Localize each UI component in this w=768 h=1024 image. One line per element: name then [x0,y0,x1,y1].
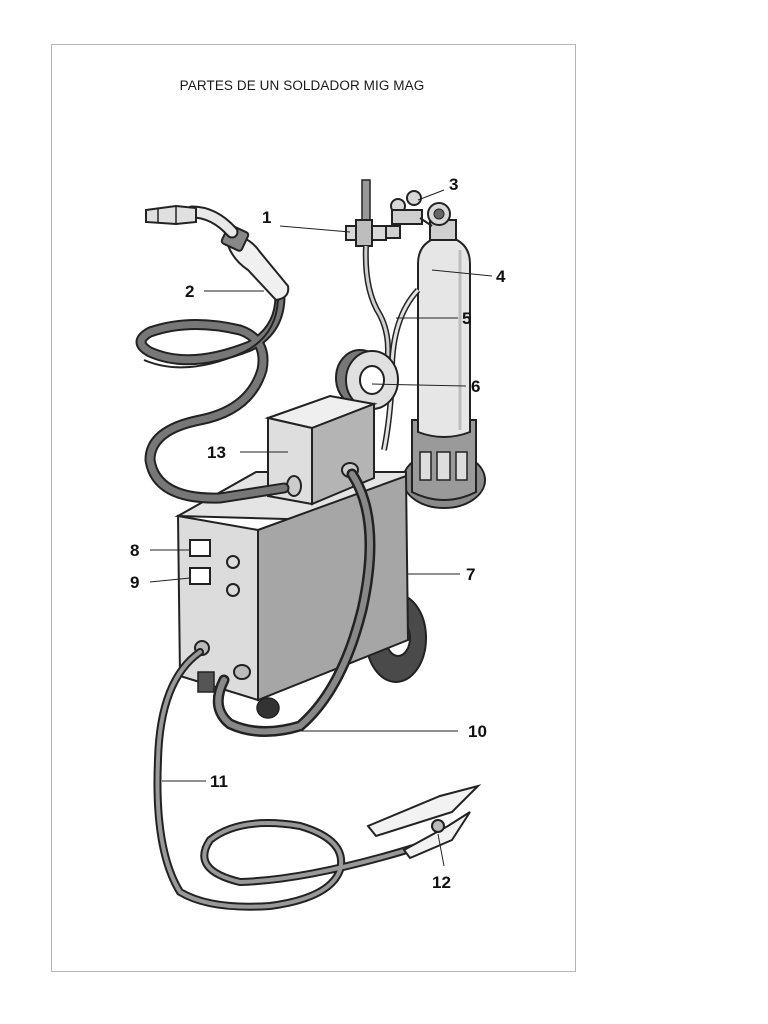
leader-lines [149,189,493,867]
gas-cylinder [402,202,486,509]
welding-torch [135,204,290,504]
callout-11: 11 [210,772,228,791]
ground-clamp [366,784,482,860]
callout-numbers: 1 2 3 4 5 6 7 8 9 10 11 12 13 [130,175,506,892]
callout-4: 4 [496,267,506,286]
callout-13: 13 [207,443,226,462]
pressure-regulator [383,190,433,239]
callout-3: 3 [449,175,458,194]
callout-12: 12 [432,873,451,892]
callout-8: 8 [130,541,139,560]
welder-cabinet [174,471,410,719]
callout-10: 10 [468,722,487,741]
diagram-title: PARTES DE UN SOLDADOR MIG MAG [179,78,425,93]
callout-6: 6 [471,377,480,396]
display-9 [189,567,211,585]
wire-spool [335,349,399,410]
callout-1: 1 [262,208,271,227]
callout-2: 2 [185,282,194,301]
callout-9: 9 [130,573,139,592]
callout-7: 7 [466,565,475,584]
ground-cable [153,648,424,911]
display-8 [189,539,211,557]
callout-5: 5 [462,309,471,328]
